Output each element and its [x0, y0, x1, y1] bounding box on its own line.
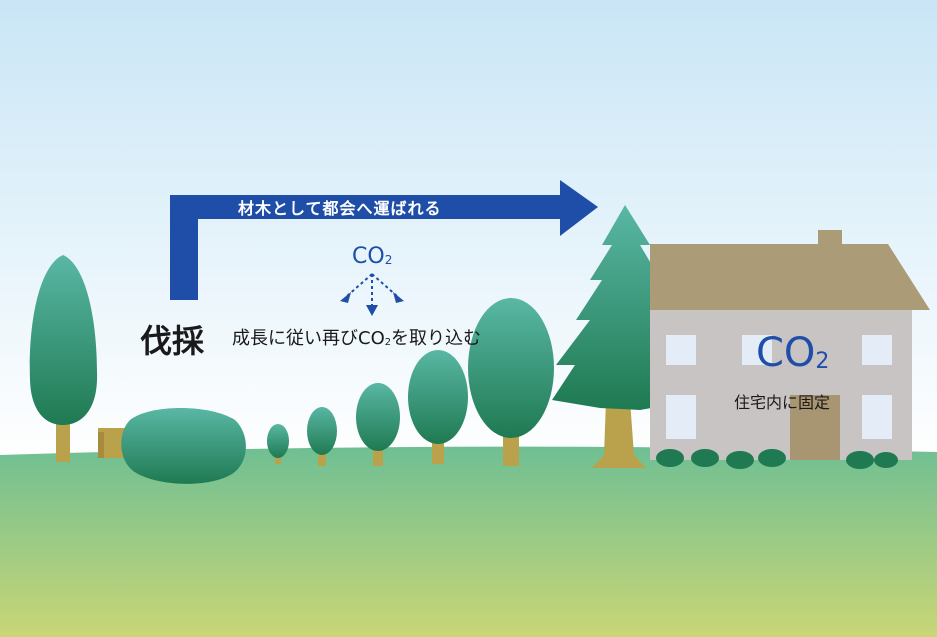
flow-arrow-icon	[170, 180, 598, 300]
co2-house-label: CO2	[756, 330, 829, 376]
tree-icon	[267, 424, 289, 464]
regrowth-text-before: 成長に従い再びCO	[232, 328, 385, 349]
co2-main: CO	[352, 244, 385, 269]
tree-icon	[356, 383, 400, 466]
felling-label: 伐採	[140, 322, 205, 360]
co2-release-label: CO2	[352, 244, 392, 269]
regrowth-subscript: 2	[384, 336, 392, 348]
regrowth-text-after: を取り込む	[391, 328, 482, 349]
fixed-in-house-label: 住宅内に固定	[734, 393, 831, 412]
arrow-label: 材木として都会へ運ばれる	[238, 199, 442, 218]
house-icon	[650, 230, 930, 469]
regrowth-label: 成長に従い再びCO2を取り込む	[232, 324, 481, 350]
co2-subscript: 2	[384, 253, 393, 268]
co2-arrow-heads	[340, 292, 404, 316]
tree-icon	[307, 407, 337, 466]
co2-subscript: 2	[815, 349, 830, 375]
tree-icon	[29, 255, 98, 462]
ground	[0, 446, 937, 637]
co2-main: CO	[756, 330, 816, 376]
co2-release-arrows-icon	[345, 273, 399, 306]
tree-icon	[408, 350, 468, 464]
fallen-tree	[121, 408, 246, 484]
tree-icon	[468, 298, 554, 466]
